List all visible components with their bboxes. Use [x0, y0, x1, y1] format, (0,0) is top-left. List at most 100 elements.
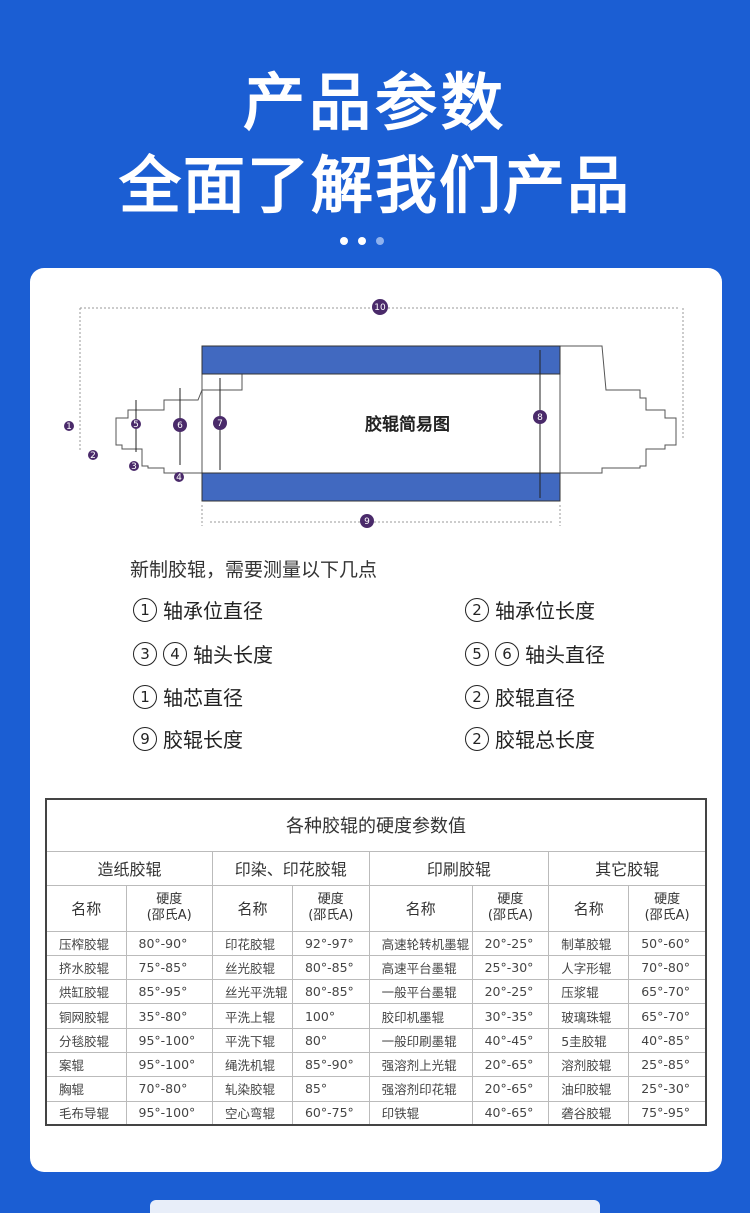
roller-diagram: 胶辊简易图 1 2 3 4 5 6 7 8 9 10	[64, 299, 684, 528]
hardness-cell: 75°-85°	[125, 954, 213, 981]
number-badge: 1	[133, 684, 157, 709]
hardness-table: 各种胶辊的硬度参数值 造纸胶辊 印染、印花胶辊 印刷胶辊 其它胶辊 名称硬度(邵…	[45, 798, 707, 1127]
name-cell: 绳洗机辊	[211, 1051, 293, 1078]
svg-text:9: 9	[364, 517, 370, 527]
svg-text:4: 4	[176, 473, 182, 483]
hardness-cell: 75°-95°	[628, 1100, 707, 1126]
hardness-cell: 85°-90°	[291, 1051, 370, 1078]
name-cell: 印铁辊	[368, 1100, 473, 1126]
name-cell: 一般平台墨辊	[368, 979, 473, 1005]
svg-text:8: 8	[537, 413, 543, 423]
measure-point-label: 胶辊长度	[163, 728, 243, 752]
hardness-unit: (邵氏A)	[487, 908, 533, 923]
hardness-cell: 20°-25°	[471, 930, 550, 956]
measure-point-label: 胶辊总长度	[495, 728, 595, 752]
name-cell: 5圭胶辊	[548, 1027, 630, 1053]
hardness-cell: 95°-100°	[125, 1100, 213, 1126]
hardness-header: 硬度(邵氏A)	[471, 884, 550, 932]
hardness-cell: 20°-65°	[471, 1051, 550, 1078]
name-header: 名称	[45, 884, 127, 932]
name-header: 名称	[368, 884, 473, 932]
rubber-bottom	[201, 472, 561, 502]
bottom-tab	[150, 1200, 600, 1213]
hardness-label: 硬度	[317, 892, 344, 907]
measure-point-label: 轴承位直径	[163, 599, 263, 623]
measure-intro: 新制胶辊，需要测量以下几点	[130, 559, 378, 581]
hardness-cell: 40°-65°	[471, 1100, 550, 1126]
svg-text:6: 6	[177, 421, 183, 431]
table-title: 各种胶辊的硬度参数值	[45, 798, 707, 852]
group-header: 造纸胶辊	[45, 850, 213, 886]
page-subtitle: 全面了解我们产品	[118, 149, 631, 222]
group-header: 其它胶辊	[548, 850, 707, 886]
hardness-cell: 50°-60°	[628, 930, 707, 956]
name-cell: 平洗下辊	[211, 1027, 293, 1053]
hardness-cell: 30°-35°	[471, 1003, 550, 1029]
hardness-header: 硬度(邵氏A)	[628, 884, 707, 932]
hardness-header: 硬度(邵氏A)	[291, 884, 370, 932]
hardness-cell: 25°-30°	[628, 1076, 707, 1102]
measure-point-label: 轴承位长度	[495, 599, 595, 623]
rubber-top	[201, 345, 561, 375]
name-cell: 空心弯辊	[211, 1100, 293, 1126]
hardness-cell: 95°-100°	[125, 1027, 213, 1053]
name-cell: 铜网胶辊	[45, 1003, 127, 1029]
number-badge: 6	[495, 641, 519, 666]
hardness-cell: 95°-100°	[125, 1051, 213, 1078]
svg-text:3: 3	[131, 462, 137, 472]
name-cell: 玻璃珠辊	[548, 1003, 630, 1029]
hardness-label: 硬度	[654, 892, 681, 907]
number-badge: 2	[465, 726, 489, 751]
page-title: 产品参数	[242, 66, 507, 139]
carousel-dots	[340, 237, 384, 245]
hardness-label: 硬度	[497, 892, 524, 907]
diagram-title: 胶辊简易图	[365, 414, 450, 435]
name-header: 名称	[548, 884, 630, 932]
svg-text:7: 7	[217, 419, 223, 429]
name-cell: 分毯胶辊	[45, 1027, 127, 1053]
hardness-cell: 70°-80°	[125, 1076, 213, 1102]
hardness-cell: 35°-80°	[125, 1003, 213, 1029]
hardness-cell: 40°-85°	[628, 1027, 707, 1053]
name-cell: 高速轮转机墨辊	[368, 930, 473, 956]
dot[interactable]	[358, 237, 366, 245]
name-cell: 压浆辊	[548, 979, 630, 1005]
hardness-cell: 65°-70°	[628, 1003, 707, 1029]
name-cell: 油印胶辊	[548, 1076, 630, 1102]
number-badge: 1	[133, 597, 157, 622]
hardness-cell: 20°-25°	[471, 979, 550, 1005]
hardness-unit: (邵氏A)	[146, 908, 192, 923]
name-cell: 胸辊	[45, 1076, 127, 1102]
svg-text:2: 2	[90, 451, 96, 461]
svg-text:1: 1	[66, 422, 72, 432]
name-cell: 烘缸胶辊	[45, 979, 127, 1005]
measure-point-label: 轴头直径	[525, 643, 605, 667]
hardness-cell: 60°-75°	[291, 1100, 370, 1126]
dot[interactable]	[376, 237, 384, 245]
number-badge: 5	[465, 641, 489, 666]
name-cell: 丝光平洗辊	[211, 979, 293, 1005]
hardness-cell: 100°	[291, 1003, 370, 1029]
number-badge: 3	[133, 641, 157, 666]
hardness-cell: 70°-80°	[628, 954, 707, 981]
dot[interactable]	[340, 237, 348, 245]
hardness-unit: (邵氏A)	[644, 908, 690, 923]
hardness-cell: 92°-97°	[291, 930, 370, 956]
hardness-cell: 80°	[291, 1027, 370, 1053]
name-cell: 强溶剂上光辊	[368, 1051, 473, 1078]
hardness-cell: 40°-45°	[471, 1027, 550, 1053]
name-header: 名称	[211, 884, 293, 932]
